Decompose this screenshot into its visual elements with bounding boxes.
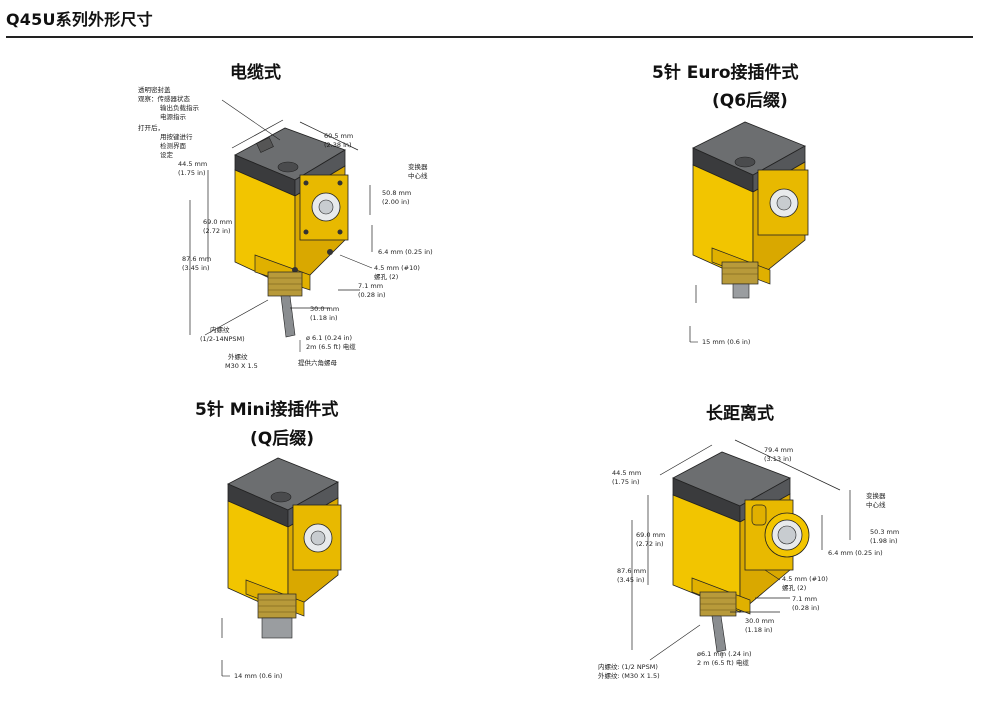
- lr-total-h-in: (3.45 in): [617, 576, 645, 584]
- mini-sensor-drawing: 14 mm (0.6 in): [221, 457, 342, 680]
- cable-width-mm: 60.5 mm: [324, 132, 353, 140]
- cable-offset-in: (2.00 in): [382, 198, 410, 206]
- cover-note-2: 观察：传感器状态: [138, 94, 191, 103]
- lr-screw: 4.5 mm (#10): [782, 575, 828, 583]
- euro-section-title: 5针 Euro接插件式: [652, 63, 799, 83]
- lr-offset-mm: 50.3 mm: [870, 528, 899, 536]
- cable-section-title: 电缆式: [230, 63, 281, 83]
- cable-total-h-mm: 87.6 mm: [182, 255, 211, 263]
- lr-screw-note: 螺孔 (2): [782, 583, 806, 592]
- lr-body-h-in: (2.72 in): [636, 540, 664, 548]
- cover-note-7: 检测界面: [160, 141, 187, 150]
- cable-offset-mm: 50.8 mm: [382, 189, 411, 197]
- lr-center-2: 中心线: [866, 500, 886, 509]
- cable-screw-note: 螺孔 (2): [374, 272, 398, 281]
- cable-center-1: 变换器: [408, 162, 428, 171]
- cable-base-mm: 30.0 mm: [310, 305, 339, 313]
- euro-section-subtitle: (Q6后缀): [712, 91, 788, 111]
- cover-note-4: 电源指示: [160, 112, 187, 121]
- lr-gap: 6.4 mm (0.25 in): [828, 549, 883, 557]
- lr-body-h-mm: 69.0 mm: [636, 531, 665, 539]
- cable-outer-thread-1: 外螺纹: [228, 352, 248, 361]
- cable-nut-note: 提供六角螺母: [298, 358, 338, 367]
- lr-spacing-in: (0.28 in): [792, 604, 820, 612]
- cable-inner-thread-1: 内螺纹: [210, 325, 230, 334]
- title-divider: [6, 36, 973, 38]
- euro-sensor-drawing: 15 mm (0.6 in): [689, 121, 809, 346]
- cable-depth-mm: 44.5 mm: [178, 160, 207, 168]
- lr-base-in: (1.18 in): [745, 626, 773, 634]
- cover-note-3: 输出负载指示: [160, 103, 200, 112]
- lr-depth-in: (1.75 in): [612, 478, 640, 486]
- mini-section-title: 5针 Mini接插件式: [195, 400, 339, 420]
- cable-inner-thread-2: (1/2-14NPSM): [200, 335, 245, 343]
- cable-body-h-mm: 69.0 mm: [203, 218, 232, 226]
- euro-connector-length: 15 mm (0.6 in): [702, 338, 750, 346]
- page-title: Q45U系列外形尺寸: [6, 10, 153, 29]
- cable-gap: 6.4 mm (0.25 in): [378, 248, 433, 256]
- cable-sensor-drawing: 透明密封盖 观察：传感器状态 输出负载指示 电源指示 打开后， 用按键进行 检测…: [138, 85, 433, 370]
- long-range-sensor-drawing: 44.5 mm (1.75 in) 79.4 mm (3.13 in) 变换器 …: [598, 439, 899, 680]
- cable-center-2: 中心线: [408, 171, 428, 180]
- cover-note-1: 透明密封盖: [138, 85, 171, 94]
- cable-spacing-mm: 7.1 mm: [358, 282, 383, 290]
- cable-length: 2m (6.5 ft) 电缆: [306, 342, 356, 351]
- lr-width-mm: 79.4 mm: [764, 446, 793, 454]
- cable-screw: 4.5 mm (#10): [374, 264, 420, 272]
- cable-base-in: (1.18 in): [310, 314, 338, 322]
- lr-base-mm: 30.0 mm: [745, 617, 774, 625]
- mini-connector-length: 14 mm (0.6 in): [234, 672, 282, 680]
- cable-body-h-in: (2.72 in): [203, 227, 231, 235]
- lr-width-in: (3.13 in): [764, 455, 792, 463]
- cable-total-h-in: (3.45 in): [182, 264, 210, 272]
- lr-total-h-mm: 87.6 mm: [617, 567, 646, 575]
- cover-note-6: 用按键进行: [160, 132, 193, 141]
- cable-width-in: (2.38 in): [324, 141, 352, 149]
- cover-note-5: 打开后，: [138, 123, 164, 132]
- cable-depth-in: (1.75 in): [178, 169, 206, 177]
- lr-spacing-mm: 7.1 mm: [792, 595, 817, 603]
- mini-section-subtitle: (Q后缀): [250, 429, 314, 449]
- cable-spacing-in: (0.28 in): [358, 291, 386, 299]
- lr-center-1: 变换器: [866, 491, 886, 500]
- lr-outer-thread: 外螺纹: (M30 X 1.5): [598, 671, 660, 680]
- cable-diameter: ø 6.1 (0.24 in): [306, 334, 352, 342]
- cable-outer-thread-2: M30 X 1.5: [225, 362, 258, 370]
- cover-note-8: 设定: [160, 150, 174, 159]
- lr-offset-in: (1.98 in): [870, 537, 898, 545]
- lr-cable-diameter: ø6.1 mm (.24 in): [697, 650, 752, 658]
- lr-depth-mm: 44.5 mm: [612, 469, 641, 477]
- lr-inner-thread: 内螺纹: (1/2 NPSM): [598, 662, 658, 671]
- lr-cable-length: 2 m (6.5 ft) 电缆: [697, 658, 749, 667]
- long-range-section-title: 长距离式: [706, 404, 774, 424]
